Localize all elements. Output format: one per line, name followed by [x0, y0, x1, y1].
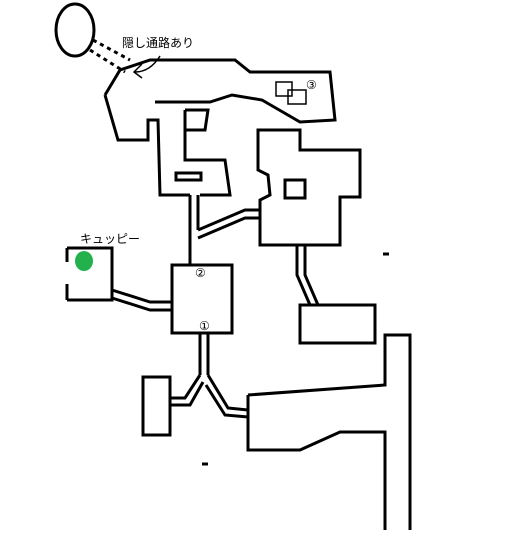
room-3-box-a	[275, 81, 293, 97]
hidden-passage-dash-2	[89, 48, 126, 74]
corridor-center-down	[188, 195, 200, 265]
right-room-inner	[283, 178, 307, 200]
hidden-passage-label: 隠し通路あり	[122, 36, 195, 50]
hidden-passage-dash-1	[92, 38, 131, 62]
marker-1-label: ①	[199, 319, 210, 333]
hidden-passage-arrowhead	[132, 63, 143, 79]
corridor-kewpie	[111, 288, 172, 312]
oval-room	[54, 2, 96, 58]
kewpie-label: キュッピー	[80, 232, 141, 246]
bottom-left-room	[141, 375, 172, 437]
corridor-right-down	[295, 245, 320, 306]
room-3-box-b	[287, 89, 307, 105]
central-slot	[174, 171, 203, 182]
kewpie-marker	[75, 251, 93, 271]
bottom-right-top-wall	[247, 333, 412, 530]
corridor-fork-right	[204, 374, 249, 419]
upper-region-wall	[103, 58, 337, 124]
upper-left-wall	[103, 94, 190, 197]
corridor-fork-left	[170, 374, 205, 407]
right-room	[256, 128, 362, 247]
room-2	[170, 263, 234, 335]
marker-2-label: ②	[195, 266, 206, 280]
kewpie-room	[65, 246, 114, 302]
marker-3-label: ③	[306, 78, 317, 92]
bottom-right-region	[246, 395, 387, 530]
corridor-to-right-room	[197, 208, 260, 240]
central-upper-room	[183, 108, 232, 197]
corridor-room2-down	[198, 333, 210, 375]
right-lower-room	[298, 303, 377, 345]
